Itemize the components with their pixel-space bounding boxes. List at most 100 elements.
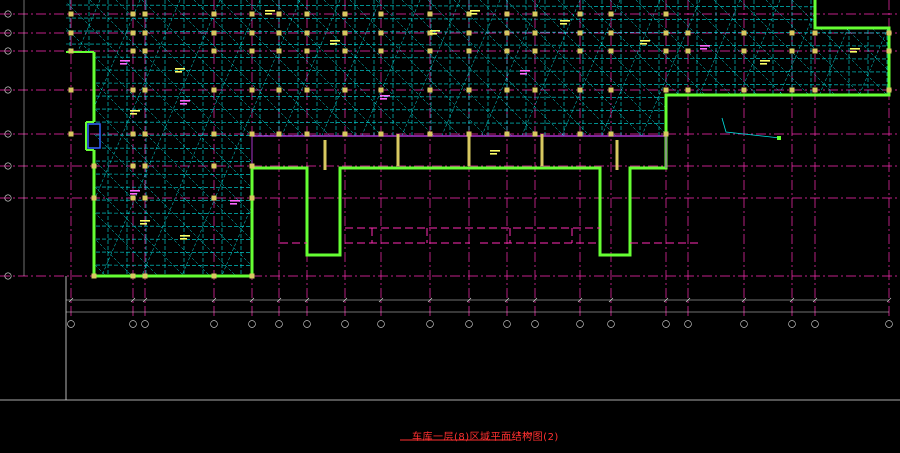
beam-line [193,0,475,276]
slab-label-mark [120,63,127,65]
slab-label-mark [490,150,500,152]
column [142,11,148,17]
column [378,30,384,36]
beam-line [419,0,541,276]
beam-line [896,0,900,280]
beam-line [299,0,421,276]
column [608,30,614,36]
column [276,48,282,54]
beam-line [817,0,889,276]
beam-line [66,69,889,73]
beam-line [765,0,889,276]
beam-line [66,186,889,190]
grid-axis-bubble [4,10,12,18]
drawing-title: 车库一层(8)区域平面结构图(2) [412,432,559,443]
column [777,136,781,140]
grid-axis-bubble [303,320,311,328]
wall-column [615,140,619,170]
slab-label-mark [640,43,647,45]
beam-line [791,0,889,276]
beam-line [66,17,889,21]
column [142,195,148,201]
dimension-tick [466,297,472,303]
slab-label-mark [850,48,860,50]
column [685,87,691,93]
slab-label-mark [700,45,710,47]
column [342,48,348,54]
column [608,87,614,93]
column [577,11,583,17]
column [130,48,136,54]
beam-hatch-group [66,0,900,280]
column [789,48,795,54]
column [886,30,892,36]
beam-line [66,95,889,99]
beam-line [699,0,821,276]
beam-line [115,0,397,276]
grid-axis-bubble [67,320,75,328]
column [142,163,148,169]
column [427,48,433,54]
column [504,30,510,36]
beam-line [635,0,889,276]
dimension-tick [342,297,348,303]
grid-axis-bubble [576,320,584,328]
column [249,273,255,279]
dimension-tick [532,297,538,303]
beam-line [66,173,889,177]
dimension-tick [812,297,818,303]
slab-label-mark [520,73,527,75]
beam-line [779,0,889,276]
grid-axis-bubble [811,320,819,328]
slab-label-mark [380,95,390,97]
column [378,131,384,137]
beam-line [66,0,85,276]
slab-label-mark [180,100,190,102]
grid-axis-bubble [4,162,12,170]
beam-line [459,0,581,276]
beam-line [869,0,889,276]
beam-line [349,0,631,276]
column [378,87,384,93]
slab-label-mark [380,98,387,100]
column [532,30,538,36]
grid-axis-bubble [141,320,149,328]
slab-label-mark [850,51,857,53]
slab-label-mark [560,20,570,22]
beam-line [219,0,501,276]
beam-line [66,30,889,34]
column [812,30,818,36]
column [577,87,583,93]
column [789,30,795,36]
beam-line [66,147,889,151]
column [211,131,217,137]
column [504,131,510,137]
column [532,87,538,93]
slab-label-mark [175,71,182,73]
beam-line [66,0,345,276]
stair-opening [87,123,101,149]
column [608,11,614,17]
column [276,30,282,36]
beam-line [66,278,900,280]
grid-axis-bubble [465,320,473,328]
dimension-tick [142,297,148,303]
column [577,30,583,36]
column [466,30,472,36]
column [68,48,74,54]
column [789,87,795,93]
column [812,87,818,93]
column [663,48,669,54]
wall-column [540,134,544,166]
grid-axis-bubble [4,29,12,37]
dimension-tick [249,297,255,303]
dimension-tick [608,297,614,303]
column [249,48,255,54]
column [342,11,348,17]
column [304,87,310,93]
grid-axis-bubble [210,320,218,328]
column [466,87,472,93]
column [211,11,217,17]
